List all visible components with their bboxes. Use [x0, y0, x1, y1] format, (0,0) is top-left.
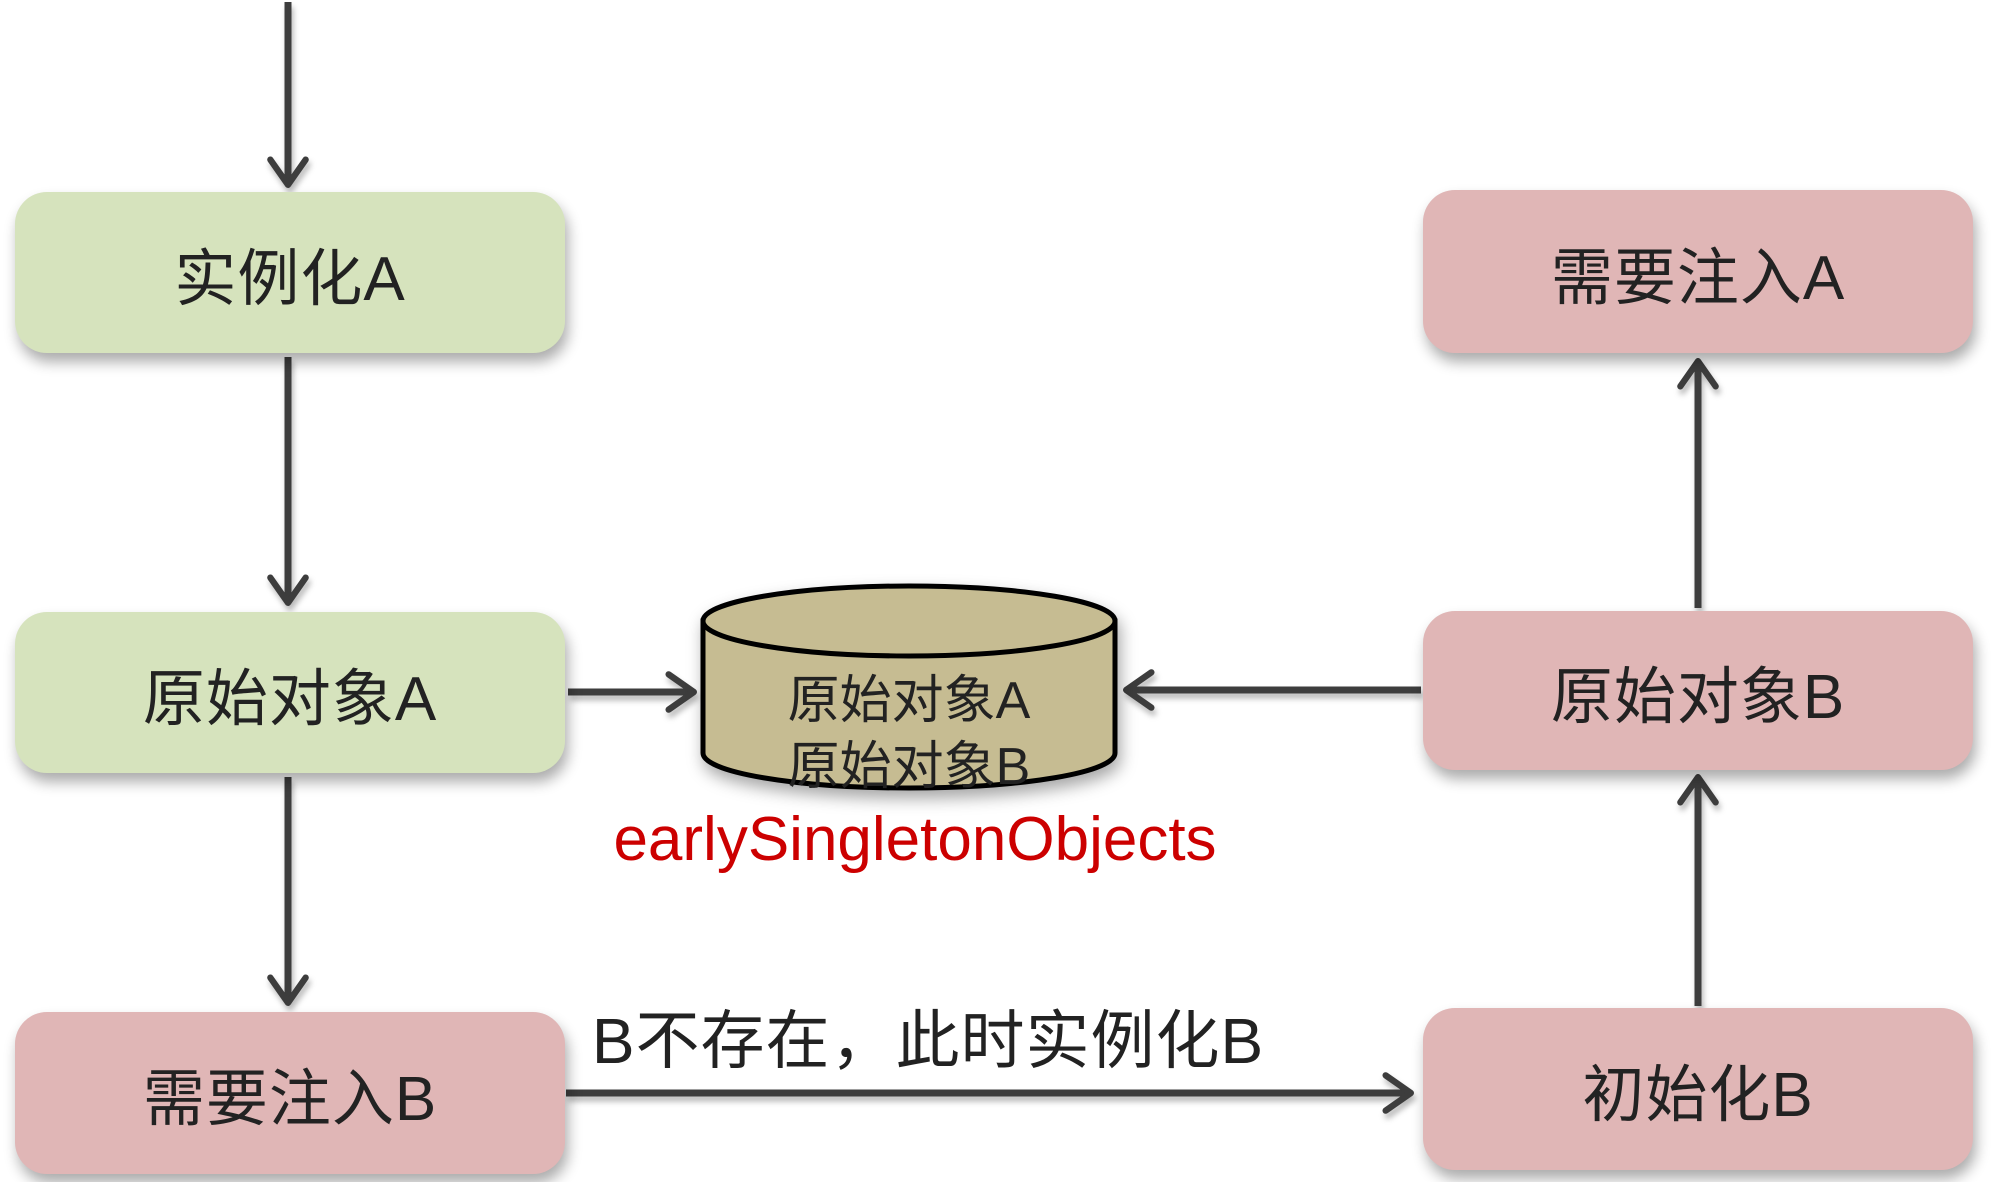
- store-contents: 原始对象A 原始对象B: [703, 668, 1115, 800]
- arrows-group: [267, 2, 1719, 1114]
- node-raw-object-b: 原始对象B: [1423, 611, 1973, 770]
- node-instantiate-a: 实例化A: [15, 192, 565, 353]
- node-initialize-b: 初始化B: [1423, 1008, 1973, 1170]
- node-label: 初始化B: [1582, 1061, 1814, 1130]
- node-raw-object-a: 原始对象A: [15, 612, 565, 773]
- store-line-raw-object-b: 原始对象B: [787, 738, 1031, 796]
- cylinder-body: [700, 618, 1118, 791]
- node-label: 原始对象A: [142, 664, 438, 734]
- cylinder-top: [700, 583, 1118, 659]
- store-line-raw-object-a: 原始对象A: [787, 672, 1031, 730]
- node-label: 原始对象B: [1550, 662, 1846, 732]
- node-need-inject-a: 需要注入A: [1423, 190, 1973, 353]
- store-cylinder-icon: [700, 583, 1118, 791]
- edge-label-instantiate-b: B不存在，此时实例化B: [591, 1005, 1265, 1077]
- node-need-inject-b: 需要注入B: [15, 1012, 565, 1174]
- store-caption: earlySingletonObjects: [613, 805, 1217, 874]
- node-label: 实例化A: [174, 244, 406, 314]
- node-label: 需要注入B: [142, 1065, 438, 1134]
- node-label: 需要注入A: [1550, 243, 1846, 313]
